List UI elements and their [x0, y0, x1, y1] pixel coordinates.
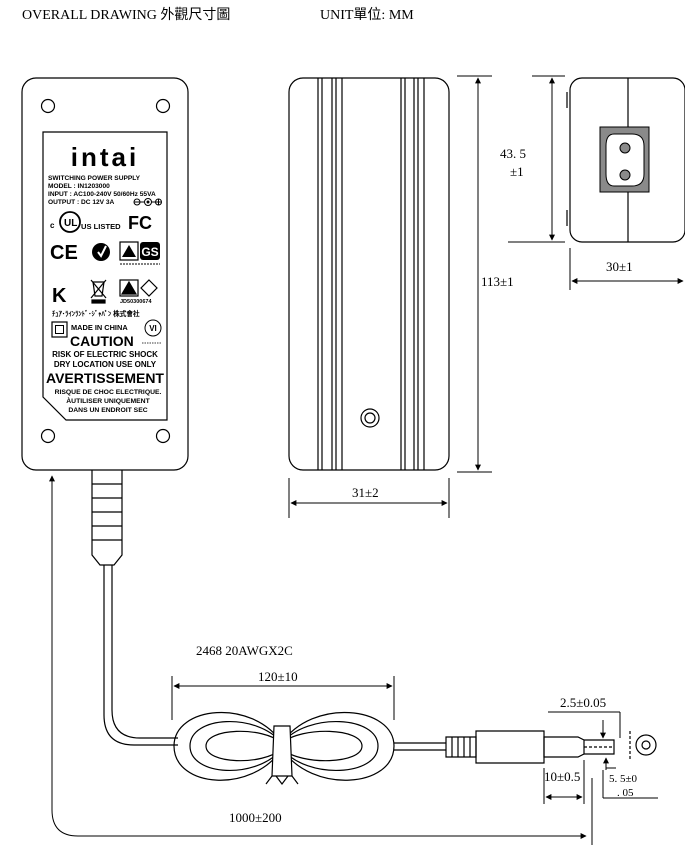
height-dimension-a: 43. 5 [500, 146, 526, 161]
front-view [21, 77, 189, 471]
psc-mark-icon [119, 279, 158, 297]
drawing-title: OVERALL DRAWING 外觀尺寸圖 [22, 8, 231, 23]
efficiency-level: VI [149, 324, 157, 333]
french-warning-2: ÀUTILISER UNIQUEMENT [66, 396, 150, 405]
screw-side-inner [364, 412, 376, 424]
dim-cable-length [49, 475, 593, 845]
dc-cable-upper [103, 565, 178, 746]
strain-relief [91, 470, 123, 566]
svg-text:UL: UL [64, 218, 77, 229]
dc-plug [445, 730, 615, 764]
unit-label: UNIT單位: MM [320, 8, 414, 23]
company-name: ﾁｭｱ･ﾗｲﾝﾗﾝﾄﾞ･ｼﾞｬﾊﾟﾝ 株式會社 [52, 309, 140, 318]
label-line-3: INPUT : AC100-240V 50/60Hz 55VA [48, 191, 156, 198]
dim-height [508, 75, 565, 243]
caution-heading: CAUTION [70, 333, 134, 349]
screw-hole-bottom-right [155, 428, 171, 444]
gs-mark-icon: GS [140, 242, 160, 260]
fcc-icon: FC [128, 213, 152, 233]
efficiency-level-icon [144, 319, 162, 337]
cert-id: JD50300674 [120, 299, 152, 305]
cable-spec: 2468 20AWGX2C [196, 643, 293, 658]
avertissement-heading: AVERTISSEMENT [46, 370, 164, 386]
coil-dimension: 120±10 [258, 669, 298, 684]
plug-outer-dia-a: 5. 5±0 [609, 773, 638, 785]
svg-text:GS: GS [141, 245, 158, 259]
dc-cable-lower [394, 742, 446, 751]
made-in-china: MADE IN CHINA [71, 323, 128, 332]
polarity-icon [133, 198, 162, 206]
screw-side-outer [360, 408, 380, 428]
ce-mark-icon: CE [50, 242, 78, 264]
rating-label-outline [42, 131, 168, 421]
label-line-1: SWITCHING POWER SUPPLY [48, 175, 141, 182]
cable-length-dimension: 1000±200 [229, 810, 282, 825]
label-line-2: MODEL : IN1203000 [48, 183, 110, 190]
pse-triangle-icon [119, 241, 139, 261]
french-warning-3: DANS UN ENDROIT SEC [68, 407, 147, 414]
c-tick-icon [92, 243, 110, 261]
screw-hole-top-left [40, 98, 56, 114]
height-dimension-b: ±1 [510, 164, 524, 179]
screw-hole-top-right [155, 98, 171, 114]
french-warning-1: RISQUE DE CHOC ELECTRIQUE. [55, 389, 162, 396]
adapter-body-front [21, 77, 189, 471]
plug-outer-dia-b: . 05 [617, 787, 634, 799]
side-view [288, 77, 450, 471]
warning-shock: RISK OF ELECTRIC SHOCK [52, 350, 158, 359]
ac-inlet-socket [599, 126, 650, 193]
svg-text:c: c [50, 221, 55, 230]
ul-listed-text: US LISTED [81, 222, 121, 231]
plug-inner-dia: 2.5±0.05 [560, 695, 606, 710]
dim-plug-dia [548, 711, 621, 739]
ul-listed-icon: UL c US LISTED [50, 211, 121, 233]
kc-mark-icon: K [52, 285, 67, 307]
plug-length-dimension: 10±0.5 [544, 769, 580, 784]
dim-plug-outer [602, 757, 658, 799]
length-dimension: 113±1 [481, 274, 514, 289]
width-end-dimension: 30±1 [606, 259, 633, 274]
screw-hole-bottom-left [40, 428, 56, 444]
plug-end-view [629, 731, 657, 760]
label-line-4: OUTPUT : DC 12V 3A [48, 199, 115, 206]
brand-logo: intai [71, 142, 139, 172]
class-ii-icon [51, 321, 68, 338]
adapter-body-side [288, 77, 450, 471]
weee-bin-icon [90, 279, 107, 304]
rating-label: intai SWITCHING POWER SUPPLY MODEL : IN1… [46, 142, 164, 414]
cable-coil [173, 712, 395, 785]
warning-dry: DRY LOCATION USE ONLY [54, 360, 157, 369]
width-side-dimension: 31±2 [352, 485, 379, 500]
dim-length [457, 75, 492, 473]
dim-width-end [569, 248, 684, 290]
